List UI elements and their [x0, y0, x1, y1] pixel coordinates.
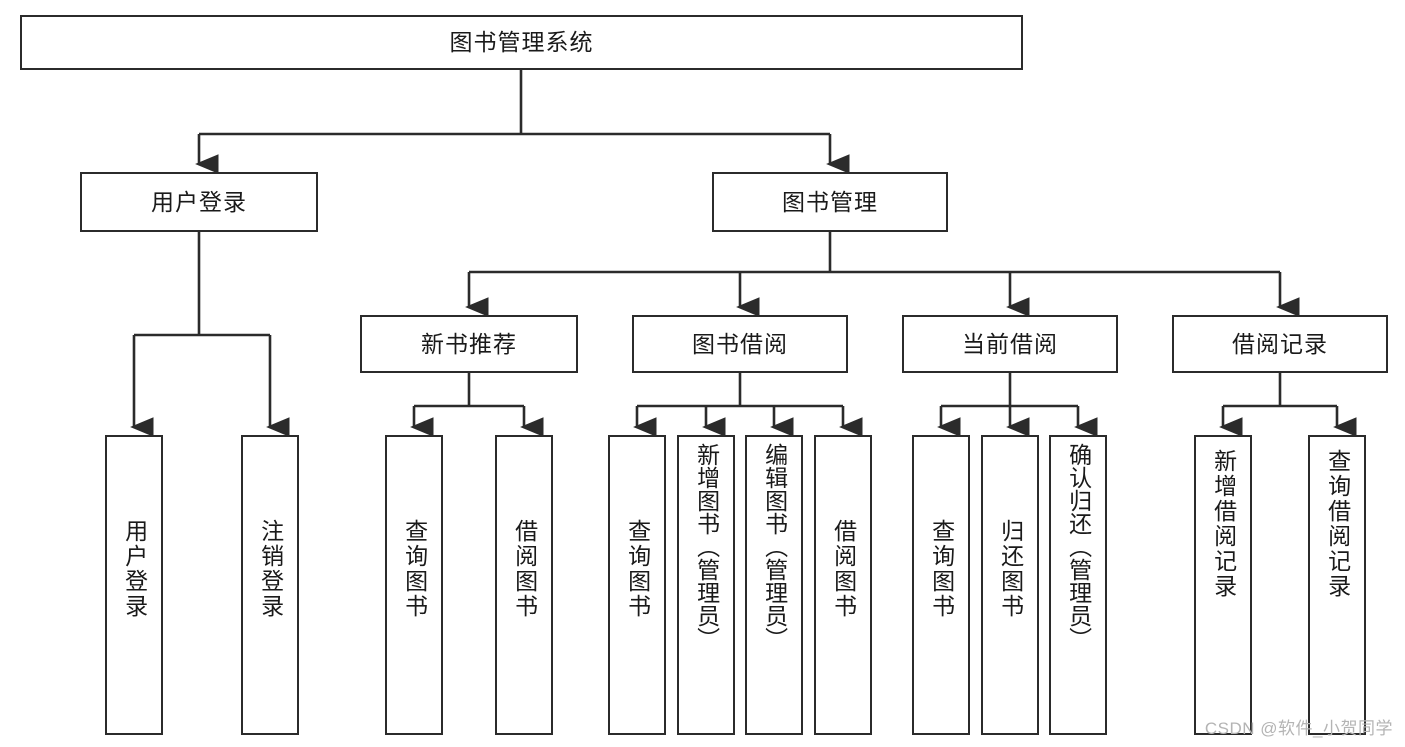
node-leaf-logout-login[interactable]: 注销登录: [241, 435, 299, 735]
node-leaf-confirm-return[interactable]: 确认归还（管理员）: [1049, 435, 1107, 735]
node-label: 编辑图书（管理员）: [761, 443, 788, 650]
node-label: 借阅图书: [830, 519, 857, 619]
watermark-text: CSDN @软件_小贺同学: [1204, 719, 1393, 738]
node-label: 借阅图书: [511, 519, 538, 619]
node-new-book-recommend[interactable]: 新书推荐: [360, 315, 578, 373]
node-label: 确认归还（管理员）: [1065, 443, 1092, 650]
node-label: 查询借阅记录: [1324, 449, 1351, 599]
node-leaf-add-record[interactable]: 新增借阅记录: [1194, 435, 1252, 735]
node-label: 新书推荐: [421, 330, 517, 357]
node-label: 图书管理: [782, 188, 878, 215]
node-leaf-user-login[interactable]: 用户登录: [105, 435, 163, 735]
node-label: 图书管理系统: [449, 29, 594, 56]
node-leaf-borrow-book-1[interactable]: 借阅图书: [495, 435, 553, 735]
node-label: 新增借阅记录: [1210, 449, 1237, 599]
node-leaf-add-book[interactable]: 新增图书（管理员）: [677, 435, 735, 735]
node-leaf-edit-book[interactable]: 编辑图书（管理员）: [745, 435, 803, 735]
node-leaf-borrow-book-2[interactable]: 借阅图书: [814, 435, 872, 735]
node-book-management-system[interactable]: 图书管理系统: [20, 15, 1023, 70]
node-leaf-query-book-2[interactable]: 查询图书: [608, 435, 666, 735]
node-user-login[interactable]: 用户登录: [80, 172, 318, 232]
node-leaf-query-book-1[interactable]: 查询图书: [385, 435, 443, 735]
node-label: 图书借阅: [692, 330, 788, 357]
node-book-management[interactable]: 图书管理: [712, 172, 948, 232]
node-label: 用户登录: [121, 519, 148, 619]
node-label: 注销登录: [257, 519, 284, 619]
node-label: 查询图书: [624, 519, 651, 619]
node-current-borrow[interactable]: 当前借阅: [902, 315, 1118, 373]
node-label: 当前借阅: [962, 330, 1058, 357]
node-book-borrow[interactable]: 图书借阅: [632, 315, 848, 373]
node-label: 新增图书（管理员）: [693, 443, 720, 650]
node-label: 查询图书: [401, 519, 428, 619]
node-leaf-return-book[interactable]: 归还图书: [981, 435, 1039, 735]
node-leaf-query-record[interactable]: 查询借阅记录: [1308, 435, 1366, 735]
node-borrow-record[interactable]: 借阅记录: [1172, 315, 1388, 373]
node-label: 用户登录: [151, 188, 247, 215]
node-label: 借阅记录: [1232, 330, 1328, 357]
node-label: 归还图书: [997, 519, 1024, 619]
node-leaf-query-book-3[interactable]: 查询图书: [912, 435, 970, 735]
node-label: 查询图书: [928, 519, 955, 619]
